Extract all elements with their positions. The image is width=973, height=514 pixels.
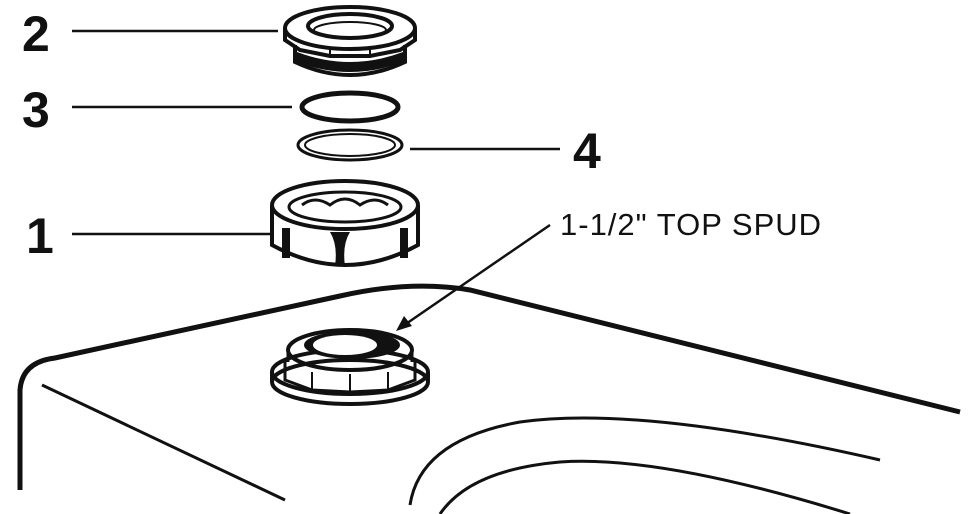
callout-1: 1 <box>26 208 54 264</box>
part-4-washer <box>296 128 404 162</box>
part-1-coupling-nut <box>270 179 420 267</box>
part-3-washer <box>299 90 401 124</box>
leader-lines <box>72 29 560 331</box>
callout-4: 4 <box>573 123 601 179</box>
part-2-slip-nut <box>283 5 417 77</box>
tank-outline <box>17 283 961 514</box>
top-spud <box>270 328 430 406</box>
callout-3: 3 <box>22 82 50 138</box>
top-spud-label: 1-1/2" TOP SPUD <box>560 207 822 242</box>
callout-2: 2 <box>22 6 50 62</box>
